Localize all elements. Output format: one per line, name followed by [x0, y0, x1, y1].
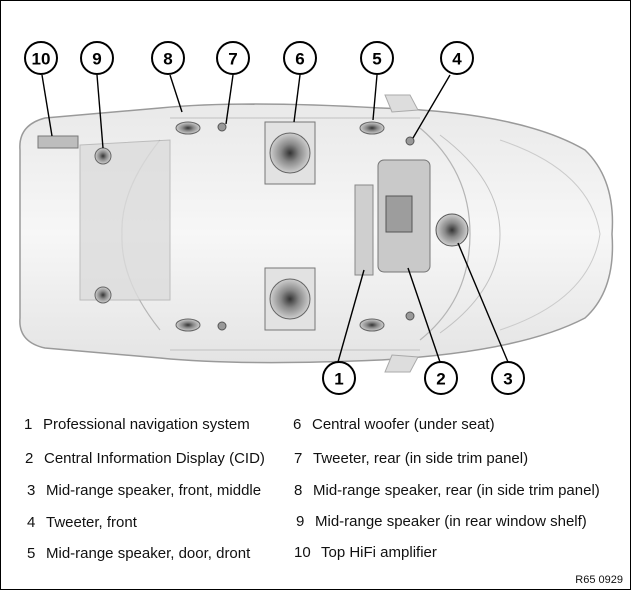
callout-9: 9	[80, 41, 114, 75]
legend-number: 6	[293, 416, 302, 433]
legend-text: Mid-range speaker, door, dront	[46, 545, 251, 562]
legend-item-2: 2 Central Information Display (CID)	[25, 450, 265, 468]
reference-code: R65 0929	[575, 574, 623, 586]
amplifier-10	[37, 135, 79, 149]
legend-text: Tweeter, rear (in side trim panel)	[313, 450, 529, 467]
woofer-bottom-6	[264, 267, 316, 331]
legend-number: 4	[27, 514, 36, 531]
rear-tweeter-bottom-7	[217, 321, 227, 331]
callout-7: 7	[216, 41, 250, 75]
legend-item-7: 7 Tweeter, rear (in side trim panel)	[294, 450, 528, 468]
callout-1: 1	[322, 361, 356, 395]
callout-3: 3	[491, 361, 525, 395]
legend-number: 8	[294, 482, 303, 499]
legend-text: Mid-range speaker, front, middle	[46, 482, 262, 499]
rear-shelf-speaker-bottom-9	[94, 286, 112, 304]
callout-4: 4	[440, 41, 474, 75]
legend-item-3: 3 Mid-range speaker, front, middle	[27, 482, 261, 500]
callout-2: 2	[424, 361, 458, 395]
legend-item-10: 10 Top HiFi amplifier	[294, 544, 437, 562]
callout-number: 9	[92, 50, 101, 69]
legend-item-5: 5 Mid-range speaker, door, dront	[27, 545, 250, 563]
legend-item-1: 1 Professional navigation system	[24, 416, 250, 434]
callout-5: 5	[360, 41, 394, 75]
front-tweeter-bottom-4	[405, 311, 415, 321]
car-speaker-diagram: 10 9 8 7 6 5 4 1 2 3	[19, 41, 614, 395]
legend-item-4: 4 Tweeter, front	[27, 514, 137, 532]
callout-number: 4	[452, 50, 462, 69]
legend-number: 1	[24, 416, 33, 433]
legend-item-8: 8 Mid-range speaker, rear (in side trim p…	[294, 482, 600, 500]
callout-8: 8	[151, 41, 185, 75]
legend-text: Central Information Display (CID)	[44, 450, 265, 467]
door-midrange-bottom-5	[359, 318, 385, 332]
callout-number: 1	[334, 370, 343, 389]
callout-10: 10	[24, 41, 58, 75]
rear-shelf-speaker-top-9	[94, 147, 112, 165]
callout-number: 3	[503, 370, 512, 389]
front-tweeter-top-4	[405, 136, 415, 146]
legend-number: 2	[25, 450, 34, 467]
woofer-top-6	[264, 121, 316, 185]
rear-midrange-top-8	[175, 121, 201, 135]
callout-number: 7	[228, 50, 237, 69]
rear-tweeter-top-7	[217, 122, 227, 132]
front-center-speaker-3	[435, 213, 469, 247]
leader-lines	[41, 74, 509, 363]
callout-number: 10	[32, 50, 51, 69]
legend-number: 3	[27, 482, 36, 499]
legend-item-9: 9 Mid-range speaker (in rear window shelf…	[296, 513, 587, 531]
car-body	[19, 94, 614, 373]
legend-number: 10	[294, 544, 311, 561]
callout-6: 6	[283, 41, 317, 75]
callout-number: 2	[436, 370, 445, 389]
callout-number: 8	[163, 50, 172, 69]
callout-number: 6	[295, 50, 304, 69]
legend-number: 7	[294, 450, 303, 467]
legend-number: 9	[296, 513, 305, 530]
legend-text: Top HiFi amplifier	[321, 544, 437, 561]
legend-text: Central woofer (under seat)	[312, 416, 495, 433]
legend-text: Tweeter, front	[46, 514, 137, 531]
callout-number: 5	[372, 50, 381, 69]
legend-text: Mid-range speaker, rear (in side trim pa…	[313, 482, 600, 499]
rear-midrange-bottom-8	[175, 318, 201, 332]
legend-text: Mid-range speaker (in rear window shelf)	[315, 513, 587, 530]
legend-number: 5	[27, 545, 36, 562]
legend-text: Professional navigation system	[43, 416, 250, 433]
door-midrange-top-5	[359, 121, 385, 135]
legend-item-6: 6 Central woofer (under seat)	[293, 416, 495, 434]
